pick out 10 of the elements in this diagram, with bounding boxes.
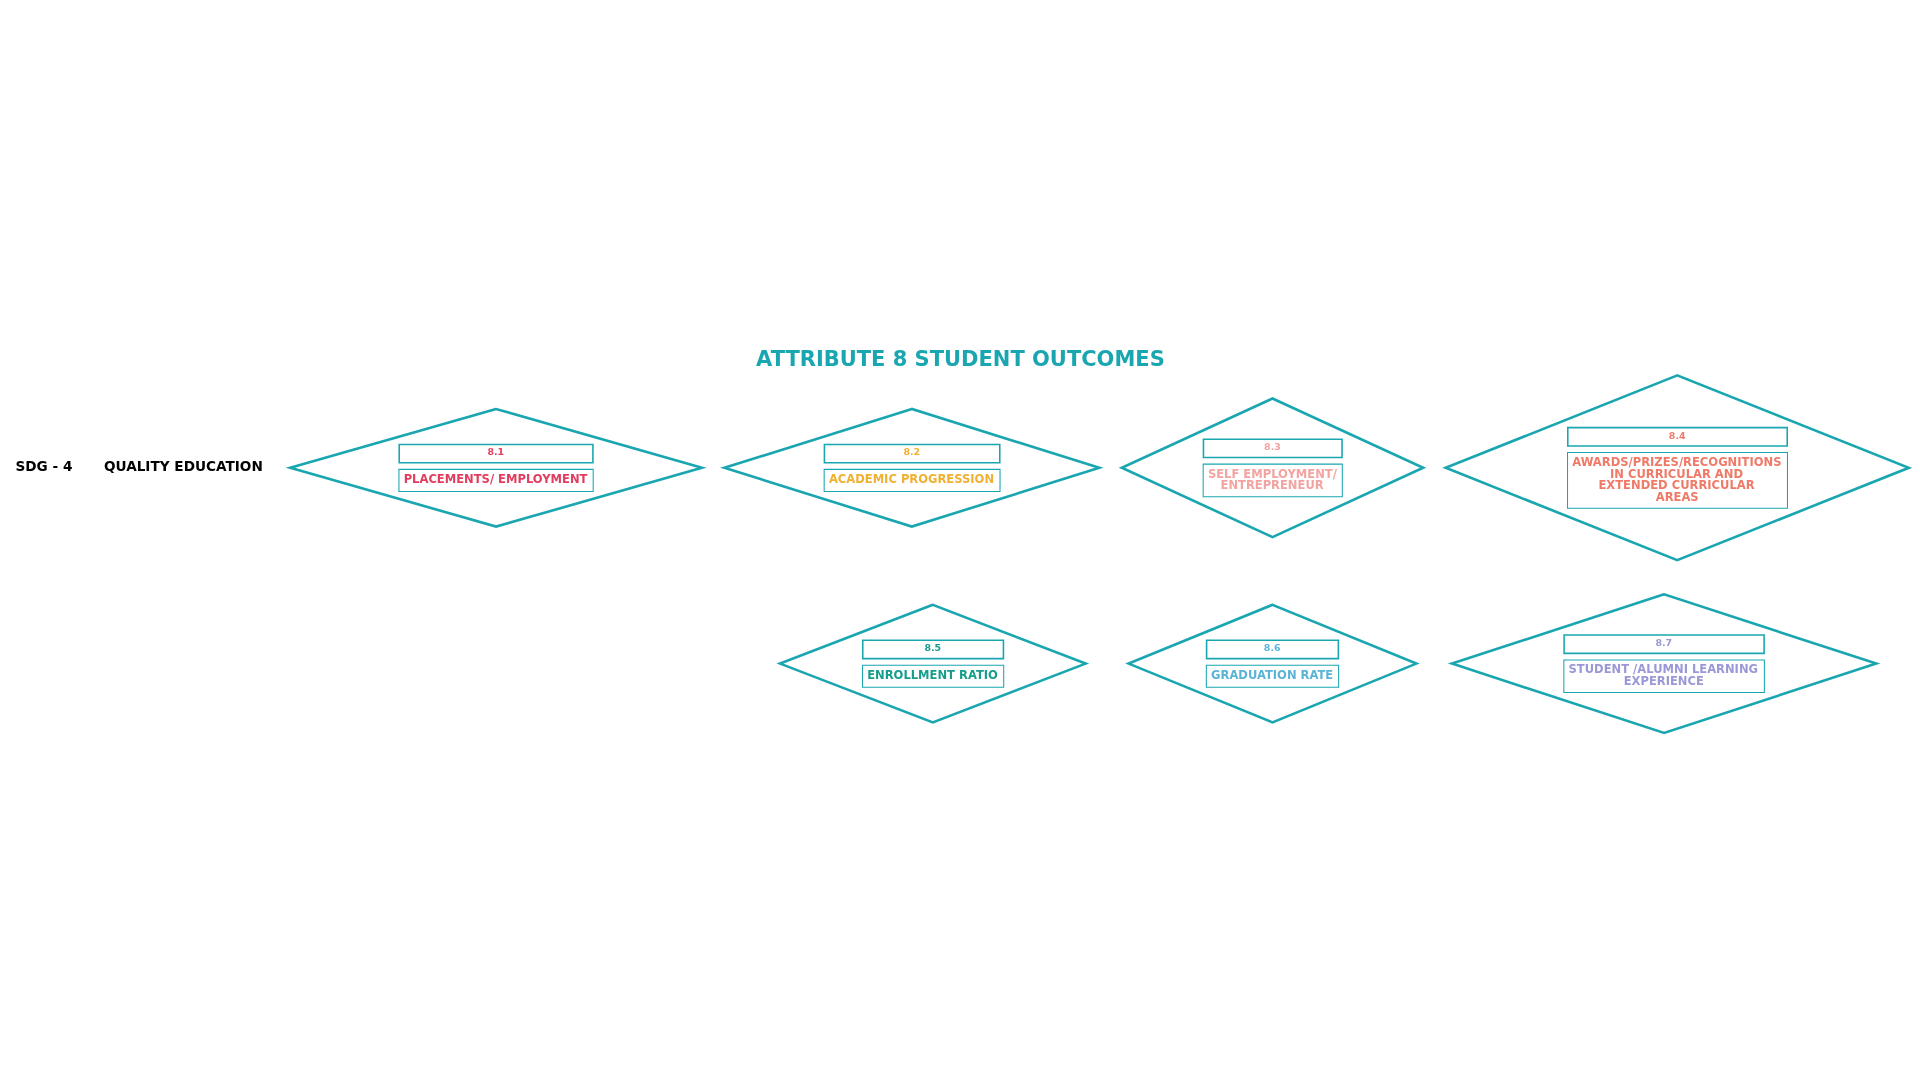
- diagram-title: ATTRIBUTE 8 STUDENT OUTCOMES: [756, 346, 1165, 371]
- node-diamond: 8.6 GRADUATION RATE: [1125, 602, 1420, 724]
- node-diamond: 8.2 ACADEMIC PROGRESSION: [720, 407, 1104, 528]
- label: SDG - 4: [15, 457, 73, 474]
- node-diamond: 8.5 ENROLLMENT RATIO: [776, 602, 1090, 724]
- node-diamond: 8.7 STUDENT /ALUMNI LEARNING EXPERIENCE: [1447, 592, 1881, 734]
- node-diamond: 8.4 AWARDS/PRIZES/RECOGNITIONS IN CURRICULAR AND EXTENDED CURRICULAR AREAS: [1442, 373, 1912, 562]
- node-diamond: 8.1 PLACEMENTS/ EMPLOYMENT: [285, 407, 707, 528]
- node-diamond: 8.3 SELF EMPLOYMENT/ ENTREPRENEUR: [1118, 396, 1427, 539]
- label: QUALITY EDUCATION: [103, 457, 263, 474]
